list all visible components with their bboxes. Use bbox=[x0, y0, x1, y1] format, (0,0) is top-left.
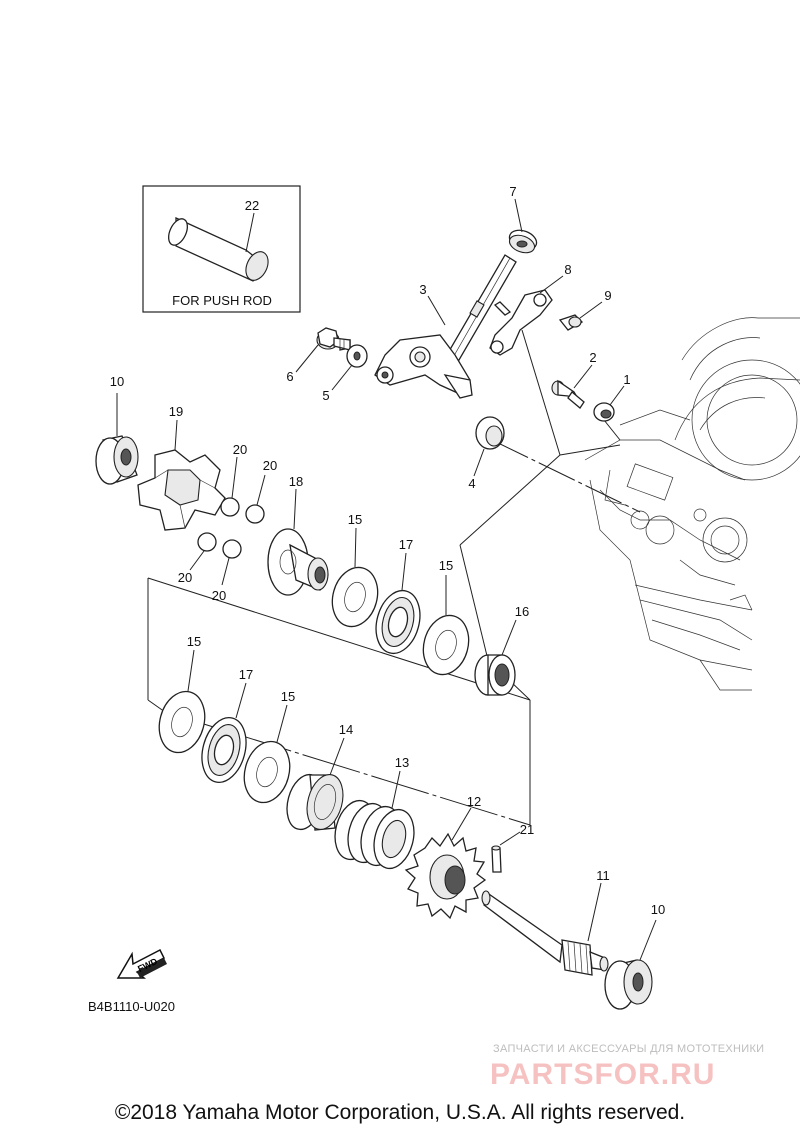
callout-20-d: 20 bbox=[212, 588, 226, 603]
callout-21: 21 bbox=[520, 822, 534, 837]
callout-17-a: 17 bbox=[399, 537, 413, 552]
callout-15-a: 15 bbox=[348, 512, 362, 527]
crankcase-outline bbox=[584, 317, 800, 691]
callout-10-b: 10 bbox=[651, 902, 665, 917]
callout-1: 1 bbox=[623, 372, 630, 387]
part-7-collar: 7 bbox=[508, 184, 538, 254]
assembly-lines bbox=[147, 329, 641, 826]
callout-15-d: 15 bbox=[281, 689, 295, 704]
callout-10: 10 bbox=[110, 374, 124, 389]
callout-4: 4 bbox=[468, 476, 475, 491]
callout-19: 19 bbox=[169, 404, 183, 419]
part-9-bolt: 9 bbox=[558, 288, 612, 331]
callout-16: 16 bbox=[515, 604, 529, 619]
callout-13: 13 bbox=[395, 755, 409, 770]
part-3-lever-shaft: 3 bbox=[374, 254, 517, 399]
part-10-bearing-lower: 10 bbox=[604, 902, 665, 1010]
callout-20-a: 20 bbox=[233, 442, 247, 457]
callout-7: 7 bbox=[509, 184, 516, 199]
part-16-collar: 16 bbox=[474, 604, 529, 696]
part-8-bracket: 8 bbox=[489, 262, 572, 356]
diagram-code: B4B1110-U020 bbox=[88, 999, 175, 1014]
watermark-tagline: ЗАПЧАСТИ И АКСЕССУАРЫ ДЛЯ МОТОТЕХНИКИ bbox=[493, 1043, 765, 1055]
callout-17-b: 17 bbox=[239, 667, 253, 682]
push-rod-inset: 22 FOR PUSH ROD bbox=[142, 185, 301, 313]
part-10-bearing-upper: 10 bbox=[95, 374, 139, 485]
part-13-spring: 13 bbox=[334, 755, 415, 870]
part-2-bolt: 2 bbox=[551, 350, 597, 409]
part-5-washer: 5 bbox=[322, 344, 368, 403]
part-15-washer-a: 15 bbox=[331, 512, 379, 628]
part-17-thrust-bearing-a: 17 bbox=[375, 537, 421, 655]
callout-20-c: 20 bbox=[178, 570, 192, 585]
part-15-washer-b: 15 bbox=[422, 558, 470, 676]
callout-2: 2 bbox=[589, 350, 596, 365]
callout-18: 18 bbox=[289, 474, 303, 489]
callout-22: 22 bbox=[245, 198, 259, 213]
callout-11: 11 bbox=[596, 868, 610, 883]
callout-15-b: 15 bbox=[439, 558, 453, 573]
part-15-washer-d: 15 bbox=[243, 689, 295, 804]
callout-12: 12 bbox=[467, 794, 481, 809]
part-1-collar: 1 bbox=[593, 372, 631, 422]
part-4-oil-seal: 4 bbox=[468, 416, 505, 491]
part-12-gear: 12 bbox=[404, 794, 487, 920]
part-14-spring-seat: 14 bbox=[286, 722, 353, 831]
part-6-flange-bolt: 6 bbox=[286, 327, 351, 384]
callout-3: 3 bbox=[419, 282, 426, 297]
part-20-balls: 20 20 20 20 bbox=[178, 442, 277, 603]
callout-9: 9 bbox=[604, 288, 611, 303]
fwd-arrow-icon: FWD bbox=[116, 948, 167, 979]
part-21-pin: 21 bbox=[491, 822, 534, 873]
part-19-cam-plate: 19 bbox=[137, 404, 226, 531]
callout-5: 5 bbox=[322, 388, 329, 403]
callout-6: 6 bbox=[286, 369, 293, 384]
callout-20-b: 20 bbox=[263, 458, 277, 473]
part-15-washer-c: 15 bbox=[158, 634, 206, 754]
watermark-brand: PARTSFOR.RU bbox=[490, 1058, 716, 1091]
part-18-flanged-collar: 18 bbox=[267, 474, 329, 596]
inset-caption: FOR PUSH ROD bbox=[172, 293, 272, 308]
callout-14: 14 bbox=[339, 722, 353, 737]
copyright-notice: ©2018 Yamaha Motor Corporation, U.S.A. A… bbox=[114, 1101, 686, 1124]
part-11-shaft: 11 bbox=[481, 868, 610, 976]
part-17-thrust-bearing-b: 17 bbox=[201, 667, 253, 783]
callout-8: 8 bbox=[564, 262, 571, 277]
callout-15-c: 15 bbox=[187, 634, 201, 649]
